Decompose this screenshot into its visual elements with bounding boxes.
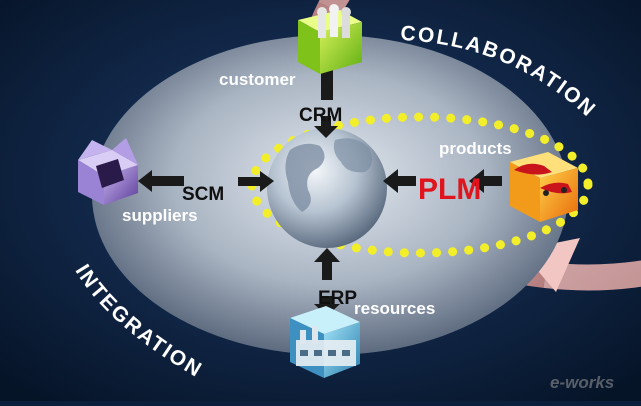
suppliers-label: suppliers [122, 206, 198, 225]
arrow-left-suppliers [138, 170, 184, 192]
arrow-up-erp [314, 248, 340, 280]
people-cube-icon [298, 4, 362, 74]
globe-icon [267, 128, 387, 248]
crm-label: CRM [299, 105, 342, 126]
arrow-left-plm [383, 169, 416, 193]
cars-cube-icon [510, 152, 578, 222]
customer-label: customer [219, 70, 296, 89]
open-box-icon [78, 138, 138, 205]
watermark-logo: e-works [550, 373, 614, 392]
arrow-down-crm [314, 116, 338, 138]
plm-label: PLM [418, 173, 481, 206]
resources-label: resources [354, 299, 435, 318]
scm-label: SCM [182, 184, 224, 205]
factory-cube-icon [290, 306, 360, 378]
products-label: products [439, 139, 512, 158]
arrow-right-scm [238, 171, 274, 192]
arrow-left-products [469, 169, 502, 193]
erp-label: ERP [318, 288, 357, 309]
